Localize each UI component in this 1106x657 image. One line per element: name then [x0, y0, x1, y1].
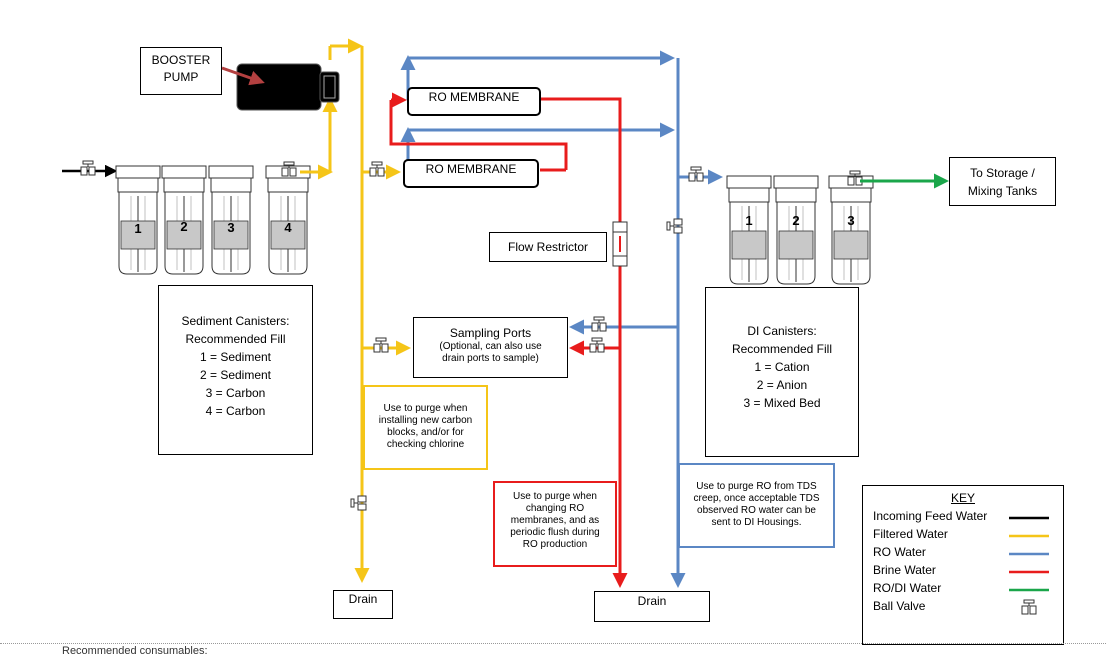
flow-restrictor-label: Flow Restrictor [489, 232, 607, 262]
carbon-purge-note: Use to purge when installing new carbon … [363, 385, 488, 470]
drain-left: Drain [333, 590, 393, 619]
ro-drain-ball-valve-icon [666, 218, 683, 234]
di-description: DI Canisters: Recommended Fill 1 = Catio… [705, 287, 859, 457]
key-swatches [1009, 516, 1049, 615]
filtered-water-lines [300, 38, 411, 583]
di-canister-number-2: 2 [792, 213, 800, 228]
feed-line [62, 160, 118, 178]
key-title: KEY [950, 491, 975, 505]
booster-pump-icon [236, 63, 340, 111]
drain-right: Drain [594, 591, 710, 622]
ro-membrane-2: RO MEMBRANE [403, 159, 539, 188]
di-canisters [726, 175, 874, 285]
tds-purge-note: Use to purge RO from TDS creep, once acc… [678, 463, 835, 548]
ro-inlet-ball-valve-icon [369, 161, 385, 177]
feed-ball-valve-icon [80, 160, 96, 176]
to-storage-label: To Storage / Mixing Tanks [949, 157, 1056, 206]
key-item-filtered-water: Filtered Water [873, 527, 948, 541]
ro-purge-note: Use to purge when changing RO membranes,… [493, 481, 617, 567]
key-label: Incoming Feed Water [873, 509, 988, 523]
sampling-ports-box: Sampling Ports (Optional, can also use d… [413, 317, 568, 378]
sampling-ports-note: (Optional, can also use drain ports to s… [439, 341, 542, 364]
sediment-canister-number-4: 4 [284, 220, 292, 235]
key-label: Filtered Water [873, 527, 948, 541]
sediment-description: Sediment Canisters: Recommended Fill 1 =… [158, 285, 313, 455]
key-label: Ball Valve [873, 599, 926, 613]
brine-sample-ball-valve-icon [589, 337, 605, 353]
filtered-drain-ball-valve-icon [350, 495, 367, 511]
key-ball-valve-icon [1021, 599, 1037, 615]
key-label: Brine Water [873, 563, 936, 577]
brine-water-lines [389, 92, 628, 588]
page-divider [0, 643, 1106, 644]
key-label: RO Water [873, 545, 926, 559]
key-legend: KEY Incoming Feed Water Filtered Water R… [862, 485, 1064, 645]
key-label: RO/DI Water [873, 581, 942, 595]
ro-membrane-1: RO MEMBRANE [407, 87, 541, 116]
di-inlet-ball-valve-icon [688, 166, 704, 182]
key-item-incoming-feed-water: Incoming Feed Water [873, 509, 987, 523]
key-item-ball-valve: Ball Valve [873, 599, 925, 613]
key-item-ro-water: RO Water [873, 545, 926, 559]
filtered-sample-ball-valve-icon [373, 337, 389, 353]
sampling-ports-title: Sampling Ports [449, 326, 532, 340]
key-item-rodi-water: RO/DI Water [873, 581, 941, 595]
flow-restrictor-icon [612, 221, 628, 267]
footer-text: Recommended consumables: [62, 645, 208, 657]
di-canister-number-1: 1 [745, 213, 753, 228]
sediment-canister-number-3: 3 [227, 220, 235, 235]
ro-sample-ball-valve-icon [591, 316, 607, 332]
sediment-canister-number-1: 1 [134, 221, 142, 236]
booster-pump-label: BOOSTER PUMP [140, 47, 222, 95]
key-item-brine-water: Brine Water [873, 563, 936, 577]
sediment-canister-number-2: 2 [180, 219, 188, 234]
di-canister-number-3: 3 [847, 213, 855, 228]
